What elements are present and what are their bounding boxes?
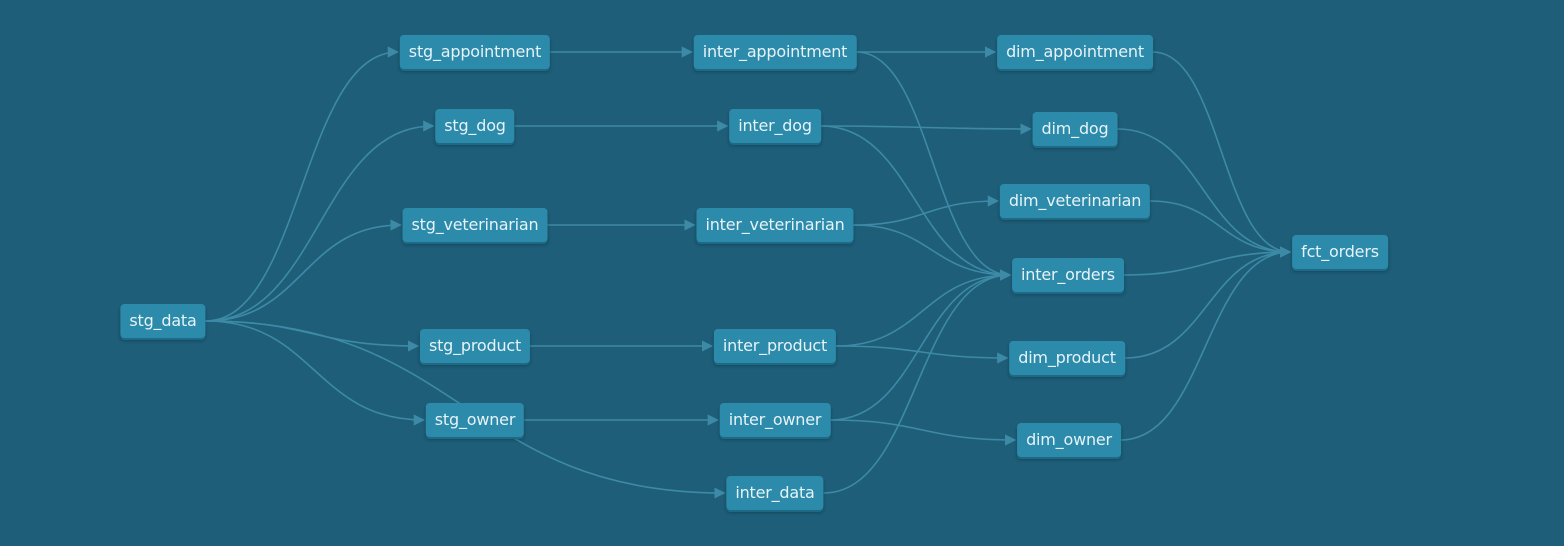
node-inter-owner[interactable]: inter_owner [719, 403, 831, 437]
node-inter-dog[interactable]: inter_dog [729, 109, 821, 143]
edge-inter_dog-to-dim_dog [820, 123, 1032, 135]
edge-inter_orders-to-fct_orders [1123, 246, 1292, 276]
node-fct-orders[interactable]: fct_orders [1292, 235, 1388, 269]
node-inter-veterinarian[interactable]: inter_veterinarian [696, 208, 854, 242]
node-stg-product[interactable]: stg_product [419, 329, 531, 363]
edge-inter_dog-to-inter_orders [820, 125, 1012, 281]
edge-inter_veterinarian-to-dim_veterinarian [853, 195, 999, 226]
node-dim-product[interactable]: dim_product [1009, 341, 1125, 375]
node-inter-product[interactable]: inter_product [713, 329, 837, 363]
edge-stg_data-to-stg_appointment [205, 46, 399, 322]
edge-stg_data-to-stg_veterinarian [205, 219, 402, 322]
node-stg-dog[interactable]: stg_dog [435, 109, 515, 143]
edge-dim_veterinarian-to-fct_orders [1150, 200, 1292, 258]
edge-dim_owner-to-fct_orders [1120, 246, 1292, 441]
edge-inter_veterinarian-to-inter_orders [853, 224, 1012, 281]
edge-stg_data-to-stg_dog [205, 120, 435, 322]
node-inter-data[interactable]: inter_data [726, 476, 824, 510]
node-stg-owner[interactable]: stg_owner [425, 403, 525, 437]
edge-dim_dog-to-fct_orders [1117, 128, 1292, 258]
node-dim-dog[interactable]: dim_dog [1032, 112, 1118, 146]
edge-inter_product-to-dim_product [836, 345, 1009, 364]
edge-inter_data-to-inter_orders [823, 269, 1012, 494]
edge-inter_appointment-to-inter_orders [856, 51, 1012, 281]
node-inter-appointment[interactable]: inter_appointment [693, 35, 857, 69]
node-inter-orders[interactable]: inter_orders [1012, 258, 1124, 292]
edge-dim_product-to-fct_orders [1124, 246, 1292, 359]
node-stg-data[interactable]: stg_data [120, 304, 206, 338]
edge-inter_owner-to-inter_orders [830, 269, 1012, 421]
edge-inter_owner-to-dim_owner [830, 419, 1017, 446]
node-dim-appointment[interactable]: dim_appointment [997, 35, 1153, 69]
node-dim-veterinarian[interactable]: dim_veterinarian [999, 184, 1151, 218]
node-dim-owner[interactable]: dim_owner [1017, 423, 1121, 457]
edge-stg_data-to-stg_owner [205, 320, 425, 426]
node-stg-appointment[interactable]: stg_appointment [399, 35, 551, 69]
node-stg-veterinarian[interactable]: stg_veterinarian [402, 208, 548, 242]
edge-dim_appointment-to-fct_orders [1152, 51, 1292, 258]
edge-inter_product-to-inter_orders [836, 269, 1012, 347]
